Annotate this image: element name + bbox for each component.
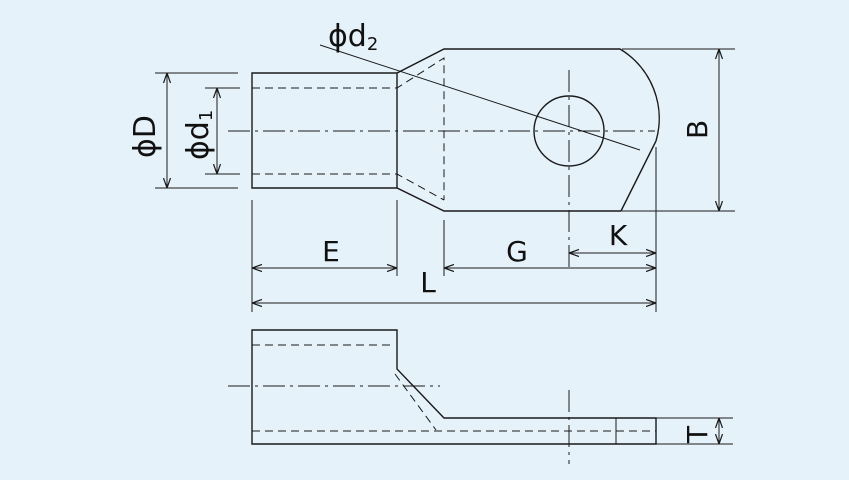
side-inner-slope — [394, 373, 437, 431]
label-K: K — [609, 219, 628, 252]
d2-leader — [319, 44, 641, 151]
dimension-lines — [167, 49, 719, 303]
side-view-outline — [251, 329, 657, 445]
label-D: ϕD — [128, 115, 163, 158]
inner-bore-top — [252, 57, 445, 200]
label-d1: ϕd1 — [181, 110, 217, 160]
extension-lines — [155, 48, 735, 312]
label-d2: ϕd2 — [328, 19, 378, 55]
side-view: T — [228, 329, 733, 464]
label-L: L — [420, 266, 436, 299]
dimension-labels: ϕd2 ϕD ϕd1 B E G K L — [128, 19, 714, 299]
stud-hole — [533, 95, 605, 167]
label-E: E — [322, 235, 340, 268]
inner-bore-bottom — [252, 173, 445, 201]
label-B: B — [681, 120, 714, 139]
top-view — [228, 44, 660, 270]
label-G: G — [506, 235, 528, 268]
top-view-outline — [251, 48, 660, 212]
label-T: T — [681, 425, 714, 444]
